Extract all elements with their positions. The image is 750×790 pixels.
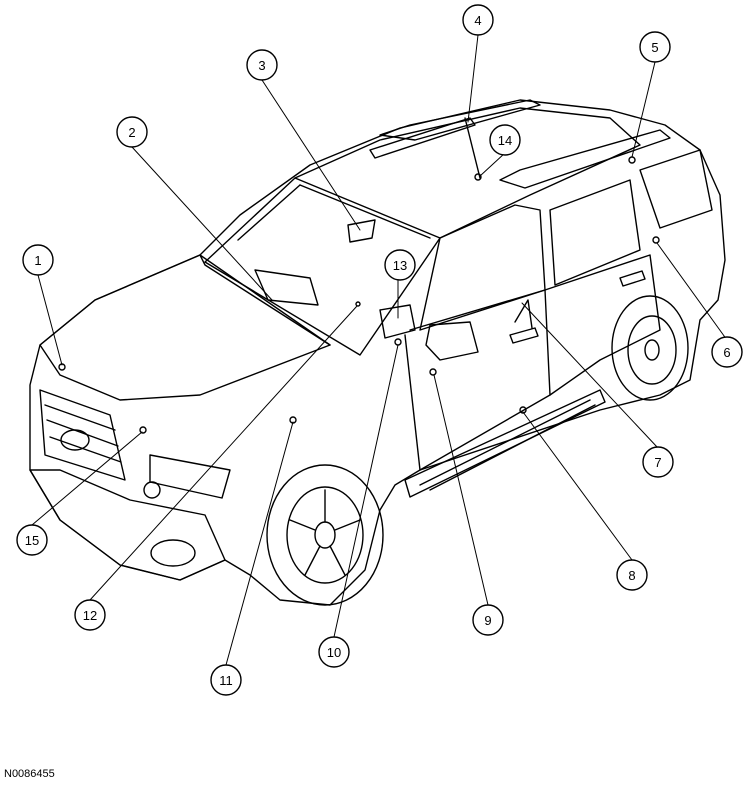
svg-text:15: 15 bbox=[25, 533, 39, 548]
callout-3: 3 bbox=[246, 49, 278, 81]
callout-14: 14 bbox=[489, 124, 521, 156]
svg-text:12: 12 bbox=[83, 608, 97, 623]
svg-text:4: 4 bbox=[474, 13, 481, 28]
svg-text:10: 10 bbox=[327, 645, 341, 660]
callout-13: 13 bbox=[384, 249, 416, 281]
figure-id: N0086455 bbox=[4, 768, 55, 780]
callout-9: 9 bbox=[472, 604, 504, 636]
callout-11: 11 bbox=[210, 664, 242, 696]
callout-6: 6 bbox=[711, 336, 743, 368]
callout-4: 4 bbox=[462, 4, 494, 36]
callout-7: 7 bbox=[642, 446, 674, 478]
svg-text:8: 8 bbox=[628, 568, 635, 583]
svg-text:11: 11 bbox=[219, 673, 233, 688]
svg-text:2: 2 bbox=[128, 125, 135, 140]
vehicle-outline bbox=[29, 99, 726, 606]
svg-text:9: 9 bbox=[484, 613, 491, 628]
callout-15: 15 bbox=[16, 524, 48, 556]
svg-text:5: 5 bbox=[651, 40, 658, 55]
svg-text:7: 7 bbox=[654, 455, 661, 470]
callout-2: 2 bbox=[116, 116, 148, 148]
svg-text:14: 14 bbox=[498, 133, 512, 148]
callout-10: 10 bbox=[318, 636, 350, 668]
svg-text:13: 13 bbox=[393, 258, 407, 273]
svg-text:3: 3 bbox=[258, 58, 265, 73]
leader-lines bbox=[31, 34, 728, 666]
callout-8: 8 bbox=[616, 559, 648, 591]
callout-5: 5 bbox=[639, 31, 671, 63]
svg-text:1: 1 bbox=[34, 253, 41, 268]
callout-12: 12 bbox=[74, 599, 106, 631]
svg-text:6: 6 bbox=[723, 345, 730, 360]
callout-1: 1 bbox=[22, 244, 54, 276]
